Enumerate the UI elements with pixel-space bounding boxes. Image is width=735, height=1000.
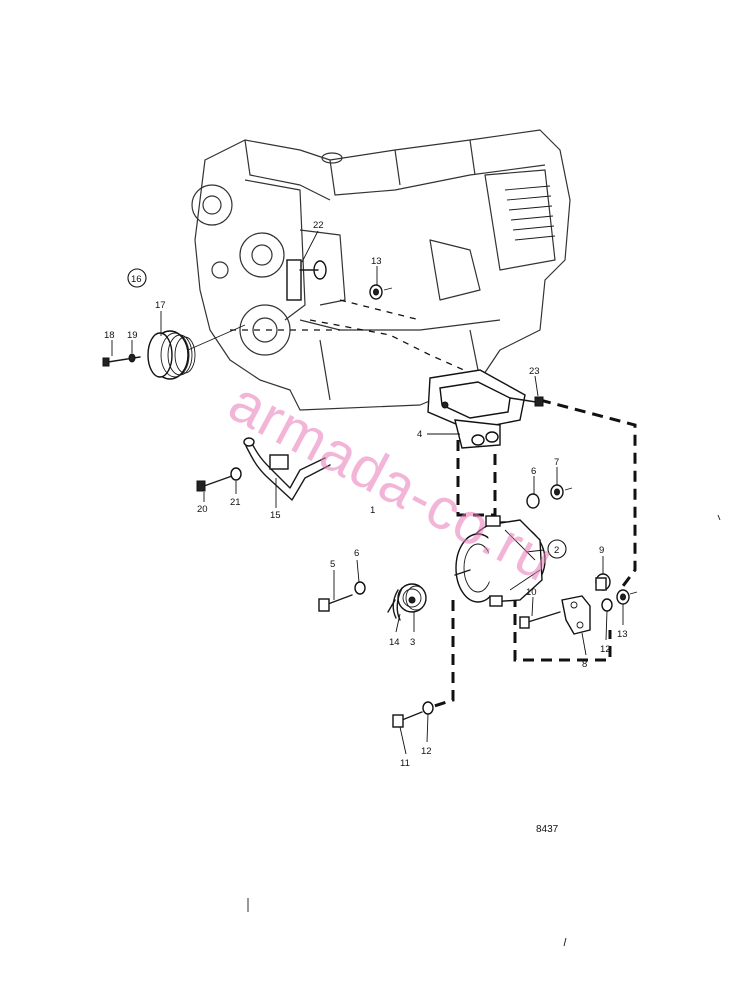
label-5: 5 (330, 559, 335, 570)
callout-circle-16 (127, 268, 147, 288)
nut-13-upper (369, 284, 393, 300)
washer-21 (230, 467, 242, 481)
pulley-17 (147, 324, 246, 380)
alternator-2 (454, 515, 546, 607)
washer-19 (128, 353, 136, 363)
label-10: 10 (526, 587, 537, 598)
label-12-right: 12 (600, 644, 611, 655)
label-7: 7 (554, 457, 559, 468)
washer-12-bottom (422, 701, 434, 715)
nut-13-right (616, 589, 638, 605)
label-4: 4 (417, 429, 422, 440)
label-20: 20 (197, 504, 208, 515)
label-13-right: 13 (617, 629, 628, 640)
label-9: 9 (599, 545, 604, 556)
plate-8 (561, 595, 591, 635)
leader-lines (111, 230, 624, 755)
bolt-20 (196, 475, 233, 492)
label-3: 3 (410, 637, 415, 648)
spacer-9 (595, 573, 611, 591)
washer-6-lower (354, 581, 366, 595)
label-16: 16 (131, 274, 142, 285)
label-15: 15 (270, 510, 281, 521)
label-1: 1 (370, 505, 375, 516)
washer-6-upper (526, 493, 540, 509)
label-6-upper: 6 (531, 466, 536, 477)
label-6-lower: 6 (354, 548, 359, 559)
pipe-15 (243, 437, 331, 501)
label-13-upper: 13 (371, 256, 382, 267)
nut-7 (550, 484, 573, 500)
bracket-4 (427, 369, 526, 449)
bolt-11 (392, 711, 423, 728)
label-11: 11 (400, 758, 410, 769)
bolt-23 (509, 396, 544, 407)
pulley-3 (397, 583, 427, 613)
scan-specks (247, 514, 721, 947)
engine-block (191, 129, 571, 411)
part-labels: 22 13 16 17 18 19 23 4 6 7 20 21 15 1 2 … (104, 220, 628, 769)
drawing-code: 8437 (536, 824, 559, 835)
label-12-bottom: 12 (421, 746, 432, 757)
label-17: 17 (155, 300, 166, 311)
label-2: 2 (554, 545, 559, 556)
label-21: 21 (230, 497, 241, 508)
label-22: 22 (313, 220, 324, 231)
washer-12-right (601, 598, 613, 612)
label-8: 8 (582, 659, 587, 670)
bolt-5 (318, 594, 353, 612)
callout-circle-2 (547, 539, 567, 559)
label-23: 23 (529, 366, 540, 377)
label-14: 14 (389, 637, 400, 648)
assembly-lines (230, 299, 637, 710)
bolt-10 (519, 611, 561, 629)
label-18: 18 (104, 330, 115, 341)
label-19: 19 (127, 330, 138, 341)
